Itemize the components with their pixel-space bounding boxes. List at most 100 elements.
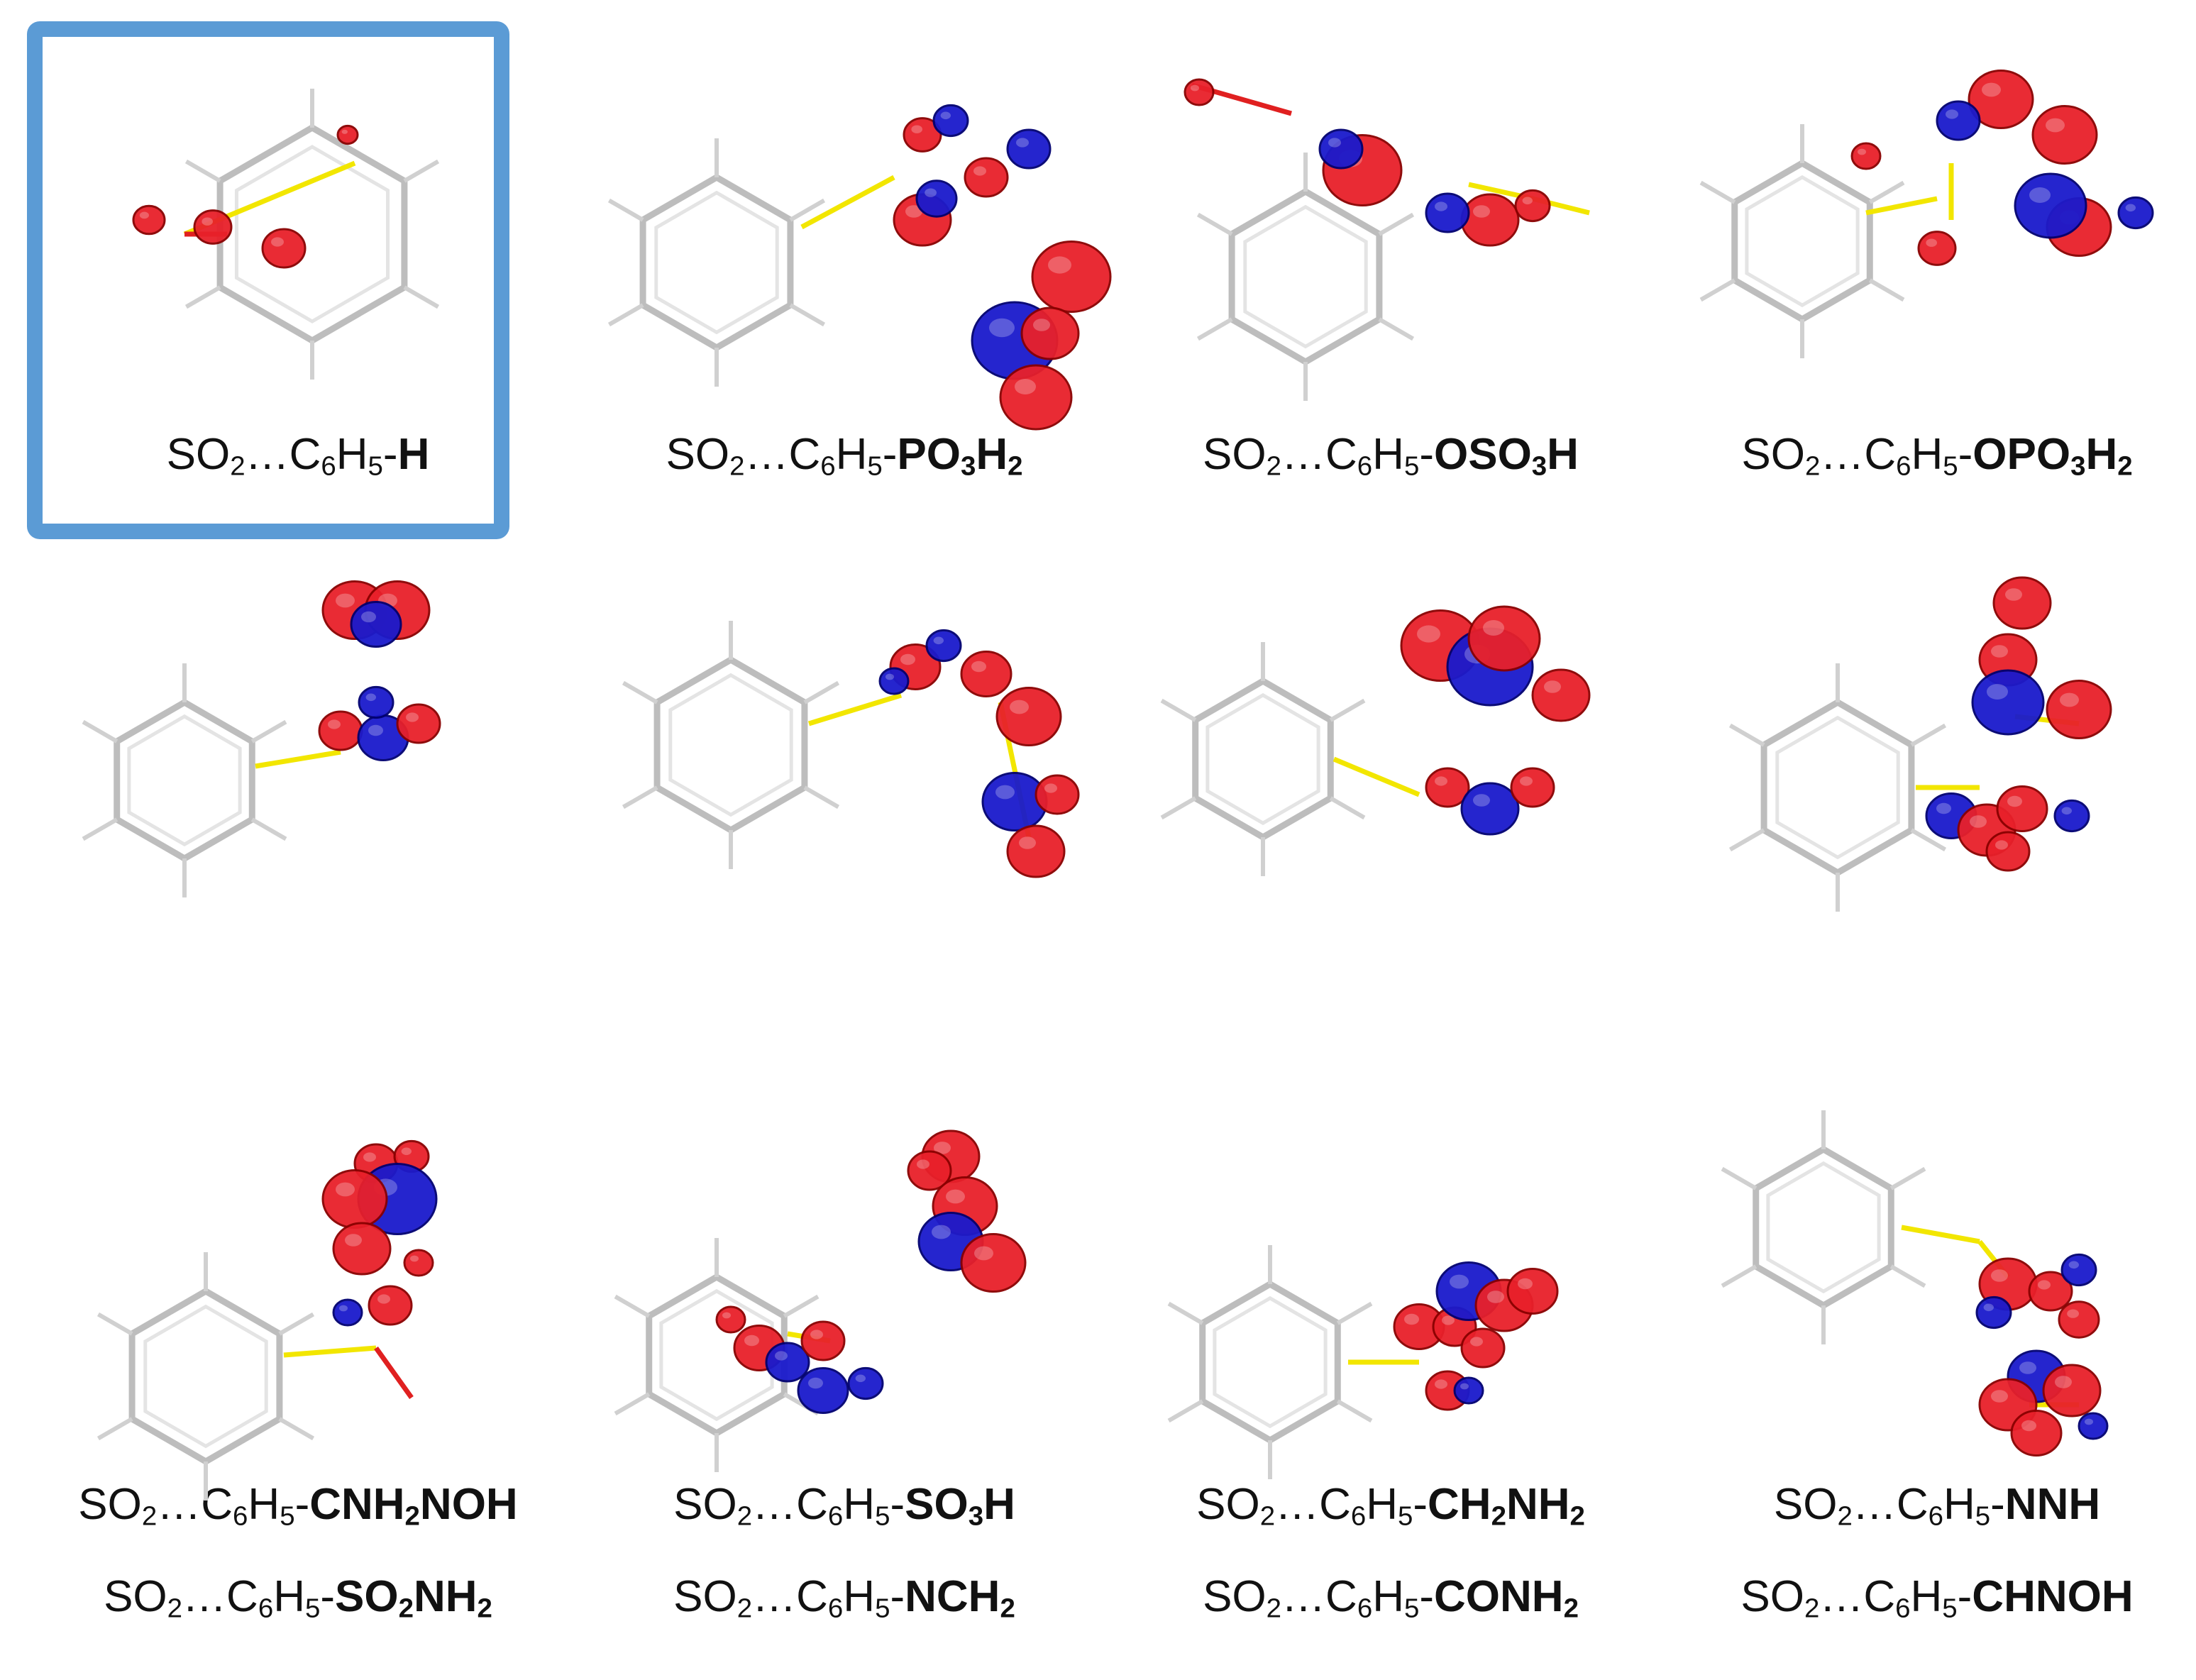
positive-lobe: [2058, 1300, 2100, 1339]
bond: [283, 1345, 377, 1358]
lobe-highlight: [2055, 1376, 2072, 1388]
lobe-highlight: [341, 129, 348, 134]
hydrogen-bond: [1329, 698, 1366, 722]
negative-lobe: [350, 601, 402, 648]
caption-sub: 2: [736, 1501, 753, 1532]
lobe-highlight: [971, 661, 986, 673]
caption-sub: 6: [1350, 1501, 1367, 1532]
lobe-highlight: [1019, 836, 1036, 849]
caption-h: H: [336, 430, 368, 479]
hydrogen-bond: [278, 1312, 315, 1336]
positive-lobe: [368, 1285, 413, 1326]
benzene-ring: [1228, 187, 1383, 366]
negative-lobe: [2117, 196, 2154, 230]
lobe-highlight: [1522, 197, 1533, 205]
benzene-ring-inner: [1775, 715, 1900, 860]
hydrogen-bond: [803, 680, 840, 704]
positive-lobe: [903, 117, 942, 153]
hydrogen-bond: [1329, 796, 1366, 820]
lobe-highlight: [744, 1334, 759, 1347]
molecule-image-chnoh: [1721, 1110, 2109, 1457]
molecule-image-opo3h2: [1699, 70, 2154, 358]
caption-mid: …C: [245, 430, 321, 479]
positive-lobe: [1031, 241, 1112, 313]
caption-so3h: SO2…C6H5-SO3H: [589, 1480, 1100, 1530]
lobe-highlight: [934, 1142, 951, 1154]
lobe-highlight: [1435, 1379, 1447, 1389]
bond: [255, 749, 341, 769]
group-sub: 2: [2117, 451, 2133, 482]
positive-lobe: [995, 687, 1062, 746]
caption-so2nh2: SO2…C6H5-SO2NH2: [43, 1572, 553, 1623]
caption-group: CNH2NOH: [309, 1480, 517, 1530]
lobe-highlight: [2029, 187, 2051, 203]
lobe-highlight: [925, 188, 937, 197]
caption-mid: …C: [752, 1480, 828, 1529]
caption-prefix: SO: [1741, 430, 1805, 479]
caption-group: NNH: [2005, 1480, 2100, 1529]
hydrogen-bond: [1196, 317, 1233, 341]
lobe-highlight: [2005, 588, 2022, 601]
lobe-highlight: [973, 166, 986, 176]
caption-h: H: [843, 1572, 876, 1621]
caption-sub: 2: [1266, 1593, 1282, 1624]
caption-oso3h: SO2…C6H5-OSO3H: [1135, 433, 1646, 480]
hydrogen-bond: [1160, 698, 1197, 722]
group-part: H: [983, 1480, 1015, 1529]
group-sub: 2: [1000, 1593, 1015, 1624]
caption-sub: 6: [1896, 451, 1911, 482]
positive-lobe: [261, 228, 307, 269]
lobe-highlight: [905, 205, 922, 218]
lobe-highlight: [995, 785, 1015, 800]
lobe-highlight: [1473, 205, 1490, 218]
benzene-ring-inner: [234, 145, 390, 324]
benzene-ring: [1192, 677, 1334, 841]
caption-h: H: [273, 1572, 305, 1621]
hydrogen-bond: [1336, 1399, 1373, 1423]
positive-lobe: [715, 1305, 746, 1334]
hydrogen-bond: [614, 1392, 651, 1416]
hydrogen-bond: [278, 1417, 315, 1441]
positive-lobe: [960, 651, 1013, 697]
lobe-highlight: [345, 1234, 362, 1247]
hydrogen-bond: [1910, 723, 1947, 747]
lobe-highlight: [989, 318, 1015, 338]
caption-h: H: [843, 1480, 876, 1529]
negative-lobe: [765, 1342, 810, 1383]
caption-sub: 5: [304, 1593, 321, 1624]
lobe-highlight: [1450, 1274, 1469, 1289]
positive-lobe: [1460, 193, 1520, 247]
panel-h: SO2…C6H5-H: [43, 43, 553, 490]
positive-lobe: [960, 1233, 1027, 1293]
lobe-highlight: [368, 724, 383, 736]
caption-sub: 2: [729, 451, 745, 482]
caption-sub: 6: [258, 1593, 274, 1624]
caption-sub: 6: [1357, 1593, 1373, 1624]
caption-group: NCH2: [905, 1572, 1015, 1624]
caption-dash: -: [1957, 1572, 1972, 1621]
positive-lobe: [1917, 231, 1957, 266]
group-sub: 3: [961, 451, 976, 482]
benzene-ring: [114, 698, 255, 863]
panel-so3h: SO2…C6H5-SO3H: [589, 553, 1100, 1540]
caption-nnh: SO2…C6H5-NNH: [1682, 1480, 2192, 1530]
group-part: CONH: [1434, 1572, 1564, 1621]
positive-lobe: [1425, 767, 1470, 808]
caption-sub: 2: [141, 1501, 158, 1532]
benzene-ring-inner: [1766, 1161, 1881, 1294]
panel-oso3h: SO2…C6H5-OSO3H: [1135, 43, 1646, 490]
caption-h: SO2…C6H5-H: [43, 430, 553, 480]
lobe-highlight: [2068, 1261, 2079, 1269]
bond: [800, 175, 895, 230]
lobe-highlight: [1926, 238, 1937, 247]
caption-sub: 5: [867, 451, 883, 482]
positive-lobe: [999, 364, 1073, 431]
positive-lobe: [1006, 824, 1066, 878]
lobe-highlight: [1435, 201, 1447, 211]
caption-sub: 5: [875, 1593, 890, 1624]
benzene-ring-inner: [143, 1304, 268, 1449]
lobe-highlight: [940, 111, 951, 120]
lobe-highlight: [336, 593, 355, 608]
positive-lobe: [1506, 1268, 1559, 1315]
positive-lobe: [336, 124, 359, 145]
